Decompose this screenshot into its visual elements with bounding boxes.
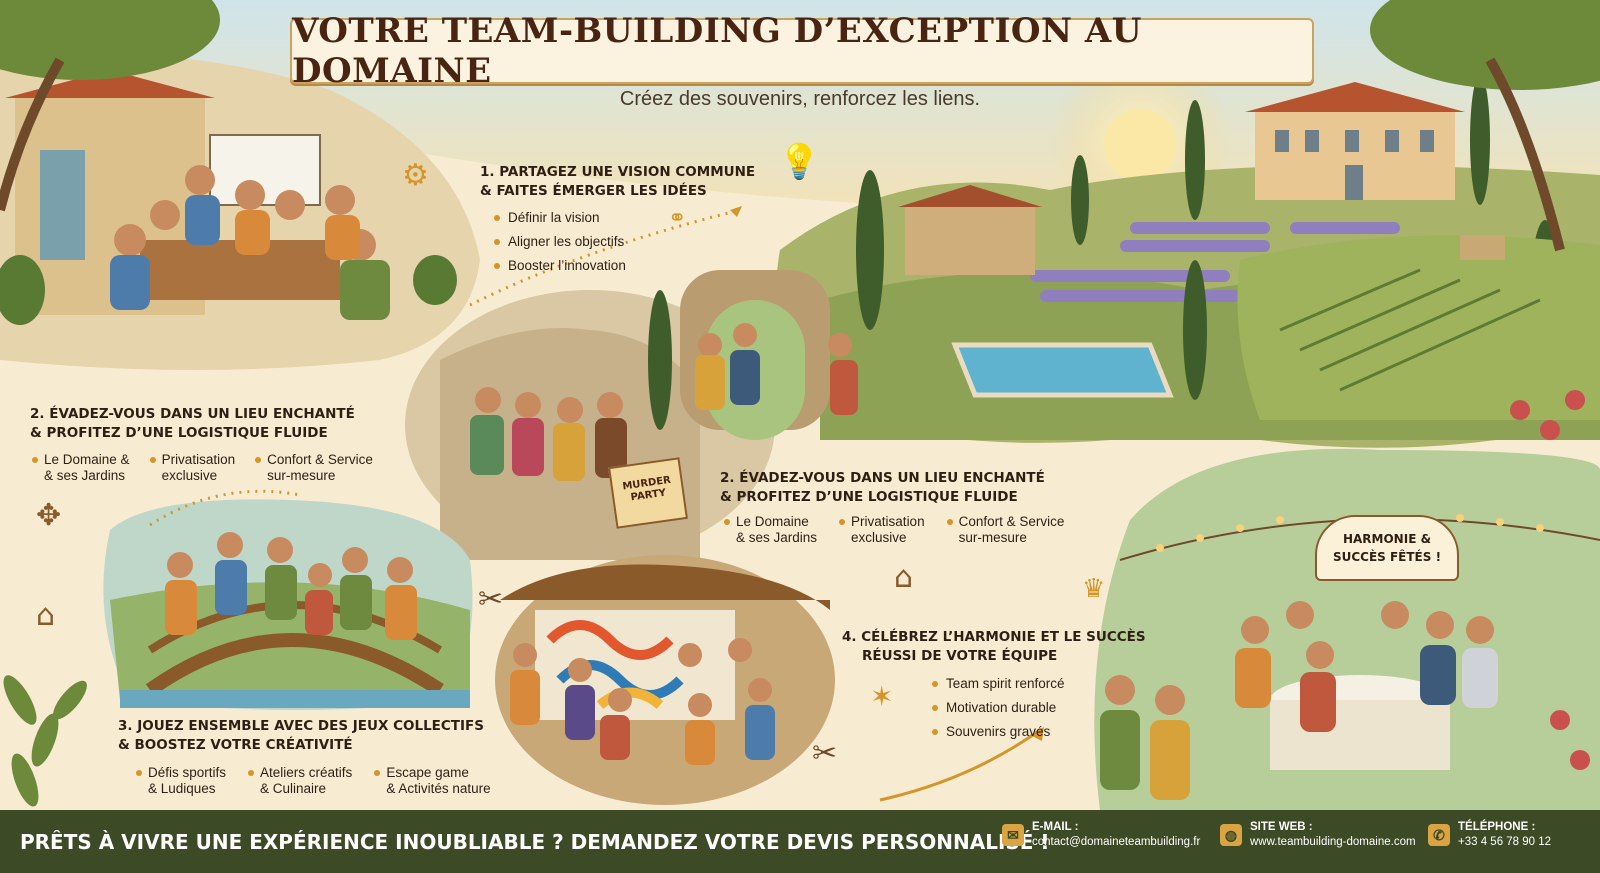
website-contact[interactable]: ◍ SITE WEB :www.teambuilding-domaine.com [1220, 820, 1416, 850]
trophy-icon: ♛ [1082, 574, 1106, 604]
title-banner: VOTRE TEAM-BUILDING D’EXCEPTION AU DOMAI… [290, 11, 1314, 91]
page-subtitle: Créez des souvenirs, renforcez les liens… [619, 88, 981, 110]
email-contact[interactable]: ✉ E-MAIL :contact@domaineteambuilding.fr [1002, 820, 1200, 850]
globe-icon: ◍ [1220, 824, 1242, 846]
list-item: Booster l’innovation [494, 254, 626, 278]
list-item: Motivation durable [932, 696, 1065, 720]
gear-icon: ⚙ [402, 158, 429, 193]
call-to-action: PRÊTS À VIVRE UNE EXPÉRIENCE INOUBLIABLE… [20, 829, 1050, 854]
house-icon: ⌂ [894, 560, 914, 595]
team-icon: ⚭ [668, 206, 687, 231]
house-icon: ⌂ [36, 598, 56, 633]
section2-center-title: 2. ÉVADEZ-VOUS DANS UN LIEU ENCHANTÉ & P… [720, 470, 1045, 505]
list-item: Escape game& Activités nature [374, 765, 491, 797]
section3-list: Défis sportifs& Ludiques Ateliers créati… [136, 765, 491, 797]
phone-contact[interactable]: ✆ TÉLÉPHONE :+33 4 56 78 90 12 [1428, 820, 1551, 850]
list-item: Aligner les objectifs [494, 230, 626, 254]
list-item: Le Domaine& ses Jardins [724, 514, 817, 546]
list-item: Défis sportifs& Ludiques [136, 765, 226, 797]
footer-bar: PRÊTS À VIVRE UNE EXPÉRIENCE INOUBLIABLE… [0, 810, 1600, 873]
page-title: VOTRE TEAM-BUILDING D’EXCEPTION AU DOMAI… [292, 11, 1142, 91]
list-item: Définir la vision [494, 206, 626, 230]
section1-list: Définir la vision Aligner les objectifs … [494, 206, 626, 278]
lightbulb-icon: 💡 [778, 142, 821, 182]
section2-left-title: 2. ÉVADEZ-VOUS DANS UN LIEU ENCHANTÉ & P… [30, 406, 355, 441]
section1-title: 1. PARTAGEZ UNE VISION COMMUNE & FAITES … [480, 164, 756, 199]
list-item: Le Domaine && ses Jardins [32, 452, 130, 484]
compass-icon: ✥ [36, 498, 62, 533]
list-item: Ateliers créatifs& Culinaire [248, 765, 352, 797]
party-popper-icon: ✶ [870, 680, 894, 713]
section3-title: 3. JOUEZ ENSEMBLE AVEC DES JEUX COLLECTI… [118, 718, 484, 753]
list-item: Team spirit renforcé [932, 672, 1065, 696]
section4-list: Team spirit renforcé Motivation durable … [932, 672, 1065, 744]
section4-title: 4. CÉLÉBREZ L’HARMONIE ET LE SUCCÈS RÉUS… [842, 629, 1146, 664]
mail-icon: ✉ [1002, 824, 1024, 846]
phone-icon: ✆ [1428, 824, 1450, 846]
harmonie-sign: HARMONIE &SUCCÈS FÊTÉS ! [1315, 515, 1459, 581]
tools-icon: ✂ [812, 736, 838, 771]
tools-icon: ✂ [478, 582, 504, 617]
list-item: Souvenirs gravés [932, 720, 1065, 744]
